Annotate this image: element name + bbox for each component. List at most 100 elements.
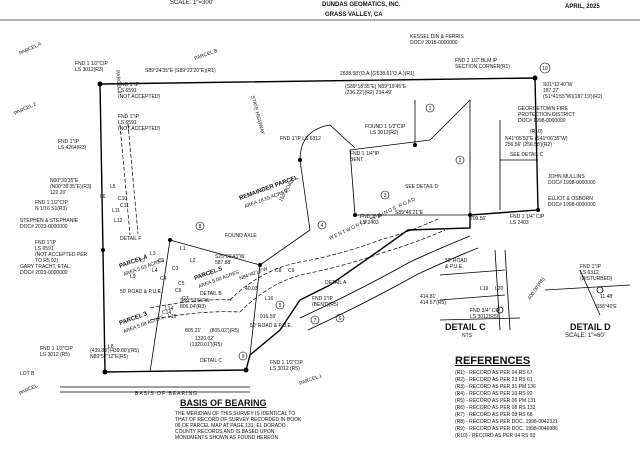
georgetown-doc: DOC# 1998-0000000 xyxy=(518,118,566,124)
ls-3012-c: LS 3012(R5) xyxy=(470,314,499,320)
gary-doc: DOC# 2023-0000000 xyxy=(20,270,68,276)
ls-3012-bottom: LS 3012 (R5) xyxy=(40,352,70,358)
circled-number: 1 xyxy=(429,106,432,112)
fnd-ip-bent: FND 1"IP xyxy=(312,296,334,302)
fnd-ip-6591-b: FND 1"IP xyxy=(118,114,140,120)
references-list: (R1) - RECORD AS PER 04 RS 67 (R2) - REC… xyxy=(455,370,558,440)
fnd-cip-2403: FND 1 1/4" CIP xyxy=(510,214,545,220)
ls-6591: LS 6591 xyxy=(118,88,137,94)
fnd-ip-6312: FND 1"IP LS 6312 xyxy=(280,136,321,142)
curve-label: C5 xyxy=(178,281,185,287)
basis-line: THAT OF RECORD OF SURVEY RECORDED IN BOO… xyxy=(175,417,302,423)
section-corner-label: SECTION CORNER(R1) xyxy=(455,64,510,70)
s25-bearing: S25°09'43"W xyxy=(215,254,245,260)
header-city: GRASS VALLEY, CA xyxy=(325,12,383,18)
dist-122: 122.20' xyxy=(50,190,66,196)
detail-d-title: DETAIL D xyxy=(570,322,611,332)
line-label: L11 xyxy=(112,208,120,214)
line-label: L6 xyxy=(100,194,106,200)
reference-item: (R8) - RECORD AS PER DOC. 1998-0042321 xyxy=(455,419,558,425)
s916-dist: 916.59' xyxy=(260,314,276,320)
reference-item: (R1) - RECORD AS PER 04 RS 67 xyxy=(455,370,533,376)
fnd-cip-bottom: FND 1 1/2"CIP xyxy=(40,346,74,352)
circled-number: 5 xyxy=(279,303,282,309)
elliot-label: ELLIOT & OSBORN xyxy=(548,196,593,202)
s84-bearing: N84°40'10"W xyxy=(239,266,269,282)
dist-400: 400.00'(R5) xyxy=(527,276,547,301)
lot-b: LOT B xyxy=(20,371,35,377)
detail-c-road: 50' ROAD xyxy=(445,258,468,264)
fnd-ip-half: FND 1 1/2"CIP xyxy=(35,200,69,206)
bent-label: BENT xyxy=(350,157,363,163)
see-detail-d: SEE DETAIL D xyxy=(405,184,439,190)
s40-dist: 40.03' xyxy=(245,286,259,292)
curve-label: C10 xyxy=(118,196,127,202)
line-label: L12 xyxy=(114,218,123,224)
detail-c-scale: NTS xyxy=(462,333,472,339)
s89-46-bearing: S89°46'21"E xyxy=(395,210,424,216)
circled-number: 10 xyxy=(542,66,548,72)
parcel-boundary xyxy=(99,77,539,373)
ls-3012-br: LS 3012 (R5) xyxy=(270,366,300,372)
d-l20: L20 xyxy=(495,286,504,292)
basis-line: MONUMENTS SHOWN AS FOUND HEREON xyxy=(175,435,279,441)
n16-label: N 1/16 S1(R3) xyxy=(35,206,67,212)
d-1320-b: (1320.01')(R5) xyxy=(190,342,222,348)
s01-12-dist: 187.27' xyxy=(543,88,559,94)
detail-f-label: DETAIL F xyxy=(120,236,141,242)
lot-lines xyxy=(149,99,538,373)
s01-12-bearing: S01°12'40"W xyxy=(543,82,573,88)
not-acc-b2: TO R5 92) xyxy=(35,258,59,264)
line-label: L14 xyxy=(165,306,174,312)
curve-label: C8 xyxy=(275,268,282,274)
reference-item: (R4) - RECORD AS PER 10 RS 92 xyxy=(455,391,533,397)
s25-dist: 587.88' xyxy=(215,260,231,266)
n00-record: (N00°39'35"E)(R3) xyxy=(50,184,92,190)
fnd-cip-br: FND 1 1/2"CIP xyxy=(270,360,304,366)
reference-item: (R5) - RECORD AS PER 06 PM 131 xyxy=(455,398,536,404)
ls-2403: LS 2403 xyxy=(360,220,379,226)
road-pue: 50' ROAD & P.U.E. xyxy=(250,323,292,329)
curve-label: C3 xyxy=(172,266,179,272)
protection-label: PROTECTION DISTRICT xyxy=(518,112,575,118)
parcel-b-label: PARCEL B xyxy=(194,48,219,62)
basis-body: THE MERIDIAN OF THIS SURVEY IS IDENTICAL… xyxy=(175,411,301,441)
not-accepted-b2: (NOT ACCEPTED) xyxy=(118,126,160,132)
s89-53-dist: 806.04'(R3) xyxy=(180,304,206,310)
georgetown-label: GEORGETOWN FIRE xyxy=(518,106,569,112)
header-firm: DUNDAS GEOMATICS, INC. xyxy=(322,2,401,8)
d-414: 414.81' xyxy=(420,294,436,300)
curve-label: C6 xyxy=(175,288,182,294)
not-accepted: (NOT ACCEPTED) xyxy=(118,94,160,100)
circled-number: 8 xyxy=(199,224,202,230)
s89-53-bearing: S89°53'56"W xyxy=(180,298,210,304)
detail-b-label: DETAIL B xyxy=(200,291,222,297)
line-label: L15 xyxy=(168,314,177,320)
basis-line: THE MERIDIAN OF THIS SURVEY IS IDENTICAL… xyxy=(175,411,296,417)
bent-r5: (BENT)(R5) xyxy=(312,302,339,308)
circled-number-labels: 10 1 2 4 5 6 7 8 3 9 xyxy=(199,66,548,360)
circled-number: 6 xyxy=(339,316,342,322)
gary-label: GARY TRACHT, ETAL. xyxy=(20,264,71,270)
fnd-cip-top: FND 1 1/2"CIP xyxy=(75,61,109,67)
fnd-cip-bent: FND 1 1/4"IP xyxy=(350,151,380,157)
line-label: L7 xyxy=(140,258,146,264)
header-date: APRIL, 2025 xyxy=(565,4,600,10)
line-label: L16 xyxy=(265,296,274,302)
bottom-bearing: N89°57'12"E(R5) xyxy=(90,354,128,360)
dist-709: 709.50' xyxy=(470,216,486,222)
ls-2403-b: LS 2403 xyxy=(510,220,529,226)
detail-c-drawing xyxy=(439,249,521,331)
circled-number: 3 xyxy=(384,193,387,199)
detail-c-small: DETAIL C xyxy=(200,358,222,364)
elliot-doc: DOC# 1998-0000000 xyxy=(548,202,596,208)
ls-6591-b: LS 6591 xyxy=(35,246,54,252)
basis-title: BASIS OF BEARING xyxy=(180,398,267,408)
detail-c-pue: & P.U.E. xyxy=(445,264,464,270)
basis-line-label: BASIS OF BEARING xyxy=(135,391,198,397)
circled-numbers xyxy=(195,62,551,361)
ls-3012-mid: LS 3012(R2) xyxy=(370,130,399,136)
mullins-doc: DOC# 1998-0000000 xyxy=(548,180,596,186)
curve-label: C1 xyxy=(158,258,165,264)
